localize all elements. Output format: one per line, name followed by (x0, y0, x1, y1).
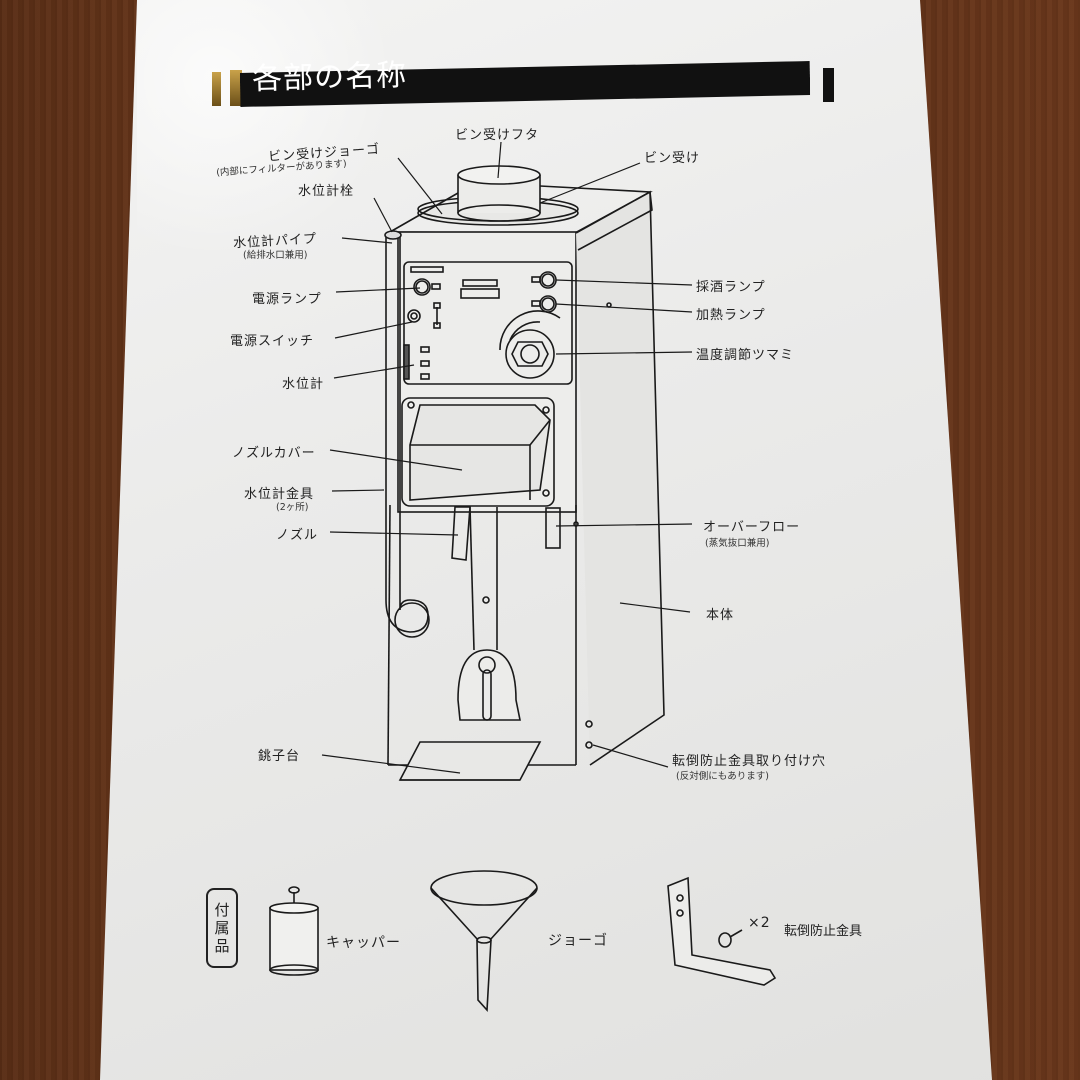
label-temp-knob: 温度調節ツマミ (696, 348, 795, 363)
light-glare (137, 0, 397, 260)
title-accent-mark (230, 70, 242, 106)
label-level-bracket-note: (2ヶ所) (276, 502, 309, 513)
label-level-plug: 水位計栓 (298, 184, 355, 199)
label-nozzle: ノズル (276, 528, 319, 543)
label-bin-receiver: ビン受け (644, 151, 701, 166)
label-level-bracket: 水位計金具 (244, 487, 315, 502)
capper-icon (269, 886, 319, 976)
label-anti-tip-holes: 転倒防止金具取り付け穴 (672, 754, 827, 769)
title-accent-mark (212, 72, 221, 106)
accessories-heading: 付 属 品 (206, 888, 238, 968)
label-heat-lamp: 加熱ランプ (696, 308, 766, 323)
accessory-funnel-label: ジョーゴ (548, 933, 608, 949)
label-power-lamp: 電源ランプ (252, 292, 322, 307)
funnel-icon (430, 870, 538, 1012)
accessory-bracket-label: 転倒防止金具 (784, 924, 863, 939)
label-anti-tip-holes-note: (反対側にもあります) (676, 771, 769, 782)
label-bin-lid: ビン受けフタ (455, 128, 540, 143)
label-power-switch: 電源スイッチ (230, 334, 315, 349)
label-overflow-note: (蒸気抜口兼用) (705, 538, 770, 549)
label-level-pipe-note: (給排水口兼用) (243, 250, 308, 261)
bracket-icon (667, 876, 777, 986)
label-pour-lamp: 採酒ランプ (696, 280, 766, 295)
label-level-gauge: 水位計 (282, 377, 325, 392)
label-nozzle-cover: ノズルカバー (232, 446, 316, 461)
title-end-mark (823, 68, 834, 102)
label-body: 本体 (706, 608, 735, 623)
label-tokkuri-stand: 銚子台 (258, 749, 301, 764)
accessory-capper-label: キャッパー (326, 935, 401, 951)
accessory-bracket-quantity: ×2 (748, 915, 771, 931)
label-overflow: オーバーフロー (703, 520, 801, 535)
